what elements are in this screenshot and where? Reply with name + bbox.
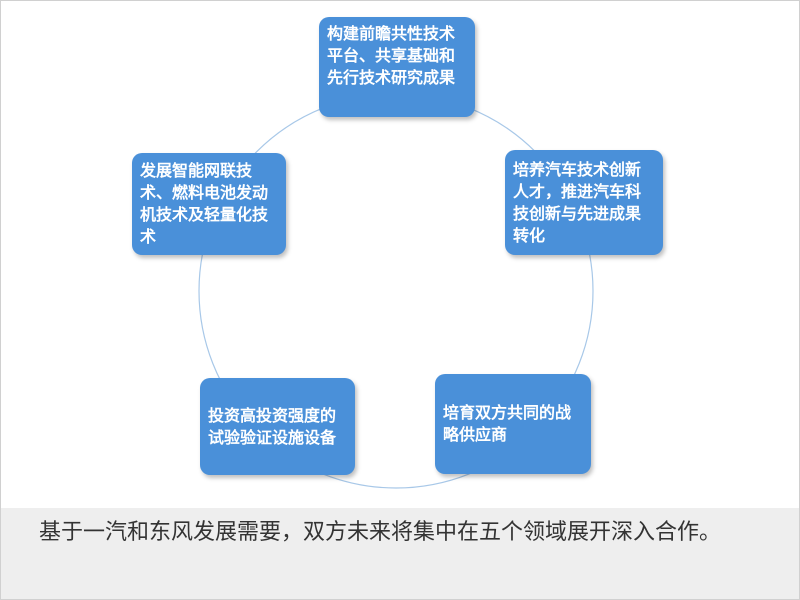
node-smart-connected-tech: 发展智能网联技术、燃料电池发动机技术及轻量化技术 [132,153,286,255]
node-label: 构建前瞻共性技术平台、共享基础和先行技术研究成果 [327,24,456,87]
node-label: 培养汽车技术创新人才，推进汽车科技创新与先进成果转化 [513,159,642,245]
node-common-tech-platform: 构建前瞻共性技术平台、共享基础和先行技术研究成果 [319,17,475,117]
node-strategic-suppliers: 培育双方共同的战略供应商 [435,374,591,474]
node-label: 投资高投资强度的试验验证设施设备 [208,405,337,447]
node-label: 培育双方共同的战略供应商 [443,403,572,444]
node-talent-innovation: 培养汽车技术创新人才，推进汽车科技创新与先进成果转化 [505,150,663,255]
caption-text: 基于一汽和东风发展需要，双方未来将集中在五个领域展开深入合作。 [39,520,722,545]
node-test-facilities: 投资高投资强度的试验验证设施设备 [200,378,355,475]
node-label: 发展智能网联技术、燃料电池发动机技术及轻量化技术 [140,161,269,246]
caption-bar: 基于一汽和东风发展需要，双方未来将集中在五个领域展开深入合作。 [1,508,799,599]
